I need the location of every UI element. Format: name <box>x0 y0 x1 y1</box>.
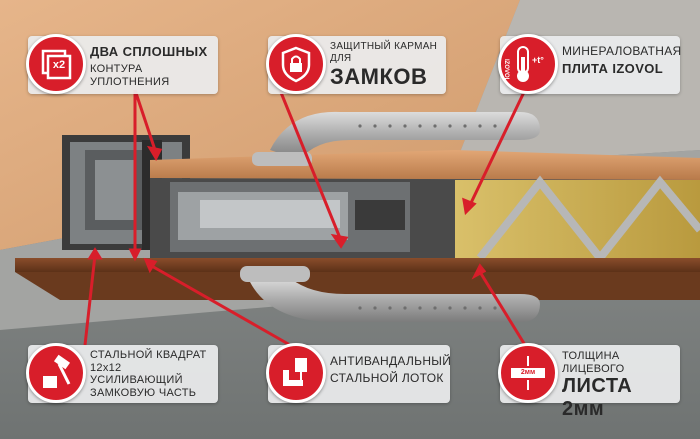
temp-badge-text: +t° <box>532 55 544 65</box>
callout-seal-contours: x2 ДВА СПЛОШНЫХ КОНТУРА УПЛОТНЕНИЯ <box>26 34 218 94</box>
square-line1: СТАЛЬНОЙ КВАДРАТ <box>90 349 207 361</box>
square-line2: 12х12 УСИЛИВАЮЩИЙ <box>90 361 183 387</box>
pocket-line1: ЗАЩИТНЫЙ КАРМАН ДЛЯ <box>330 41 438 64</box>
square-line3: ЗАМКОВУЮ ЧАСТЬ <box>90 386 197 399</box>
sheet-badge-text: 2мм <box>520 369 536 376</box>
insulation-line2: ПЛИТА IZOVOL <box>562 60 664 76</box>
sheet-line2: ЛИСТА 2мм <box>562 375 633 421</box>
thermometer-icon: IZOVOL +t° <box>498 34 558 94</box>
sheet-line1: ТОЛЩИНА ЛИЦЕВОГО <box>562 350 625 375</box>
seal-line2: КОНТУРА УПЛОТНЕНИЯ <box>90 62 170 88</box>
callout-antivandal-tray: АНТИВАНДАЛЬНЫЙ СТАЛЬНОЙ ЛОТОК <box>266 343 452 403</box>
izovol-badge-text: IZOVOL <box>503 59 509 82</box>
seal-line1: ДВА СПЛОШНЫХ <box>90 44 208 59</box>
drill-icon <box>266 343 326 403</box>
callout-sheet-thickness: 2мм ТОЛЩИНА ЛИЦЕВОГО ЛИСТА 2мм <box>498 343 680 420</box>
double-seal-icon: x2 <box>26 34 86 94</box>
hammer-icon <box>26 343 86 403</box>
callout-lock-pocket: ЗАЩИТНЫЙ КАРМАН ДЛЯ ЗАМКОВ <box>266 34 446 94</box>
tray-line2: СТАЛЬНОЙ ЛОТОК <box>330 370 444 385</box>
callout-mineral-wool: IZOVOL +t° МИНЕРАЛОВАТНАЯ ПЛИТА IZOVOL <box>498 34 682 94</box>
pocket-line2: ЗАМКОВ <box>330 64 428 89</box>
sheet-thickness-icon: 2мм <box>498 343 558 403</box>
shield-lock-icon <box>266 34 326 94</box>
callout-steel-square: СТАЛЬНОЙ КВАДРАТ 12х12 УСИЛИВАЮЩИЙ ЗАМКО… <box>26 343 218 403</box>
insulation-line1: МИНЕРАЛОВАТНАЯ <box>562 44 682 58</box>
seal-badge-text: x2 <box>52 59 66 71</box>
tray-line1: АНТИВАНДАЛЬНЫЙ <box>330 354 452 368</box>
